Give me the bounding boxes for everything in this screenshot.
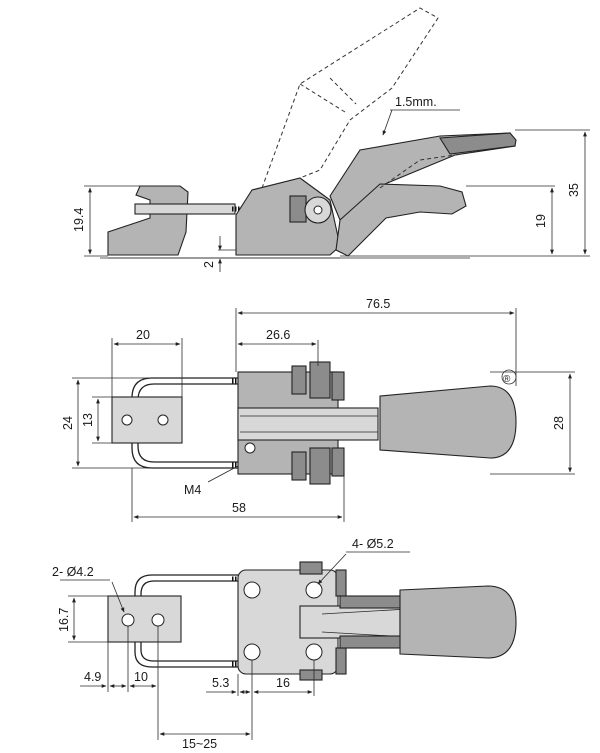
hole-5-2-a [243, 581, 261, 599]
dim-overall-height: 35 [567, 183, 581, 197]
dim-hook-width: 20 [136, 328, 150, 342]
dim-base-thickness: 2 [202, 261, 216, 268]
dim-width-24: 24 [61, 416, 75, 430]
hole-4-2-a [121, 613, 135, 627]
handle-top [379, 385, 517, 459]
latch-lever [335, 183, 467, 257]
dim-edge-offset: 4.9 [84, 670, 101, 684]
handle-bottom [399, 585, 517, 659]
dim-base-pitch: 16 [276, 676, 290, 690]
hook-plate [111, 396, 183, 444]
open-handle-outline [261, 7, 439, 189]
side-view: 1.5mm. 35 19 19.4 2 [72, 7, 590, 272]
bottom-view: 2- Ø4.2 4- Ø5.2 16.7 4.9 10 5.3 16 15~25 [52, 537, 517, 751]
dim-handle-height: 19 [534, 214, 548, 228]
thread-label: M4 [184, 483, 201, 497]
rod [134, 203, 236, 215]
dim-hole-pitch: 10 [134, 670, 148, 684]
link-bars [237, 407, 379, 441]
hole-4-2-b [151, 613, 165, 627]
hole-small-label: 2- Ø4.2 [52, 565, 94, 579]
dim-length-58: 58 [232, 501, 246, 515]
dim-overall-length: 76.5 [366, 297, 390, 311]
dim-plate-height: 16.7 [57, 608, 71, 632]
pivot-pin [313, 205, 323, 215]
hole-large-label: 4- Ø5.2 [352, 537, 394, 551]
nut-upper [291, 365, 307, 395]
top-view: 76.5 20 26.6 24 13 28 ® M4 [61, 297, 575, 522]
dim-center-offset: 26.6 [266, 328, 290, 342]
dim-hook-height: 19.4 [72, 208, 86, 232]
thickness-label: 1.5mm. [395, 95, 437, 109]
nut-lower [291, 451, 307, 481]
hole-5-2-b [305, 581, 323, 599]
hole-5-2-c [243, 643, 261, 661]
hook-plate-bottom [107, 595, 182, 643]
hole-5-2-d [305, 643, 323, 661]
dim-adjust-range: 15~25 [182, 737, 217, 751]
registered-mark: ® [503, 374, 511, 385]
hook-part [107, 185, 189, 256]
hex-nut [289, 195, 307, 223]
dim-width-13: 13 [81, 413, 95, 427]
dim-width-28: 28 [552, 416, 566, 430]
dim-hole-offset: 5.3 [212, 676, 229, 690]
handle-grip [439, 132, 517, 155]
